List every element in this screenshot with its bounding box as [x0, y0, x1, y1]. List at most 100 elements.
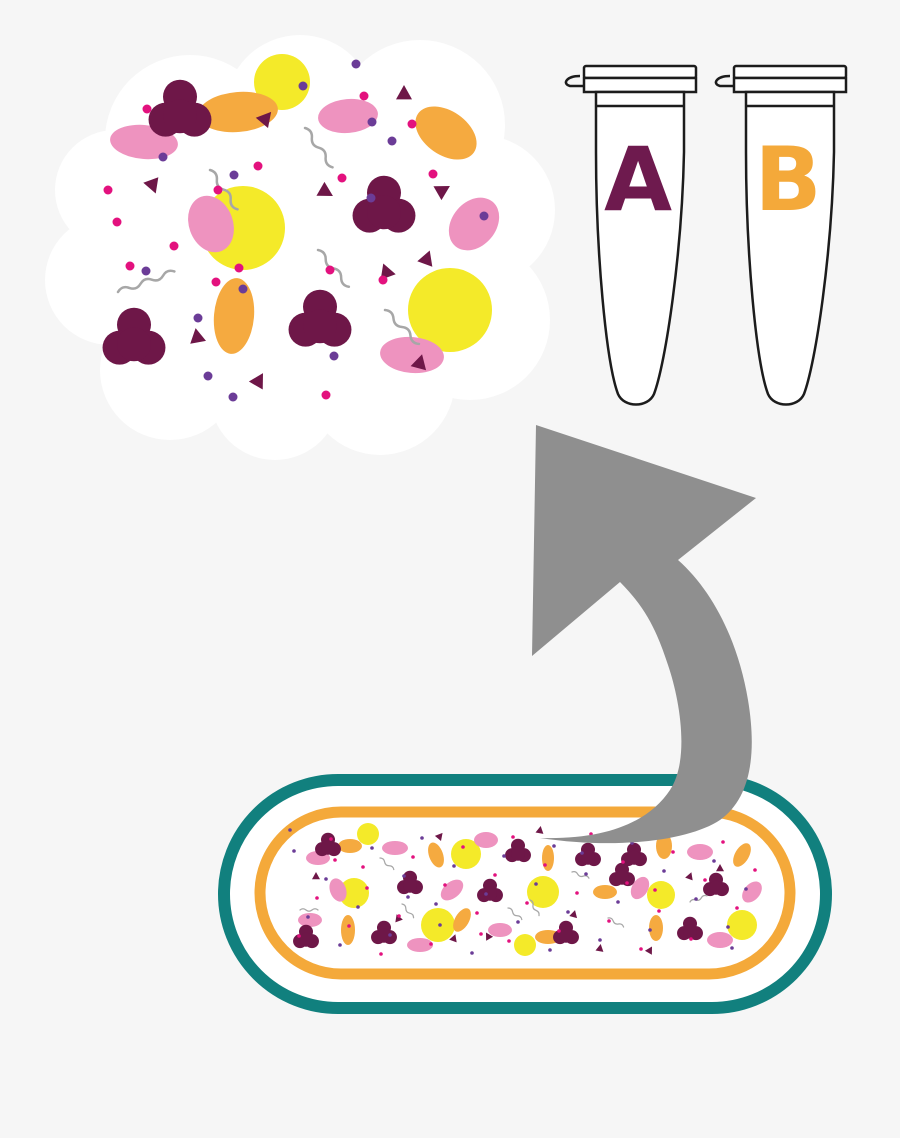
- curved-arrow-icon: [532, 425, 756, 844]
- cell-cluster: [148, 79, 212, 137]
- pink-cell: [742, 881, 762, 903]
- magenta-dot: [653, 888, 657, 892]
- cell-cluster: [315, 832, 341, 857]
- magenta-dot: [234, 263, 244, 273]
- squiggle-particle: [379, 857, 395, 871]
- purple-dot: [726, 925, 730, 929]
- magenta-dot: [211, 277, 221, 287]
- pink-cell: [448, 197, 500, 251]
- squiggle-particle: [383, 308, 421, 346]
- orange-cell: [415, 106, 477, 160]
- magenta-dot: [365, 886, 369, 890]
- pink-cell: [382, 841, 408, 855]
- pink-cell: [380, 336, 444, 374]
- yellow-cell: [527, 876, 559, 908]
- magenta-dot: [379, 952, 383, 956]
- triangle-particle: [685, 872, 693, 881]
- purple-dot: [470, 951, 474, 955]
- cluster-cell: [377, 928, 391, 943]
- magenta-dot: [429, 942, 433, 946]
- magenta-dot: [607, 919, 611, 923]
- purple-dot: [193, 313, 203, 323]
- magenta-dot: [411, 855, 415, 859]
- cell-cluster: [293, 924, 319, 949]
- purple-dot: [306, 915, 310, 919]
- cluster-cell: [367, 195, 401, 230]
- orange-cell: [428, 842, 444, 868]
- purple-dot: [203, 371, 213, 381]
- magenta-dot: [321, 390, 331, 400]
- cell-cloud-icon: [45, 35, 555, 460]
- magenta-dot: [428, 169, 438, 179]
- triangle-particle: [644, 946, 652, 955]
- yellow-cell: [357, 823, 379, 845]
- yellow-cell: [647, 881, 675, 909]
- magenta-dot: [325, 265, 335, 275]
- cell-cluster: [371, 920, 397, 945]
- magenta-dot: [329, 837, 333, 841]
- magenta-dot: [735, 906, 739, 910]
- purple-dot: [584, 872, 588, 876]
- purple-dot: [744, 887, 748, 891]
- pink-cell: [474, 832, 498, 848]
- cluster-cell: [483, 886, 497, 901]
- cell-cluster: [477, 878, 503, 903]
- purple-dot: [238, 284, 248, 294]
- cluster-cell: [627, 850, 641, 865]
- tube-b-label: B: [754, 128, 821, 231]
- tube-b: B: [714, 64, 848, 406]
- magenta-dot: [461, 845, 465, 849]
- cluster-cell: [581, 850, 595, 865]
- squiggle-particle: [299, 908, 319, 912]
- purple-dot: [288, 828, 292, 832]
- cluster-cell: [683, 924, 697, 939]
- purple-dot: [292, 849, 296, 853]
- orange-cell: [213, 278, 255, 354]
- triangle-particle: [417, 250, 433, 267]
- purple-dot: [329, 351, 339, 361]
- cell-cluster: [677, 916, 703, 941]
- microcentrifuge-tube-icon: [564, 64, 698, 406]
- pink-cell: [318, 98, 378, 134]
- magenta-dot: [511, 835, 515, 839]
- purple-dot: [351, 59, 361, 69]
- purple-dot: [580, 851, 584, 855]
- tube-a: A: [564, 64, 698, 406]
- triangle-particle: [395, 914, 403, 923]
- purple-dot: [420, 836, 424, 840]
- pink-cell: [407, 938, 433, 952]
- magenta-dot: [475, 911, 479, 915]
- purple-dot: [387, 136, 397, 146]
- purple-dot: [367, 117, 377, 127]
- purple-dot: [502, 854, 506, 858]
- orange-cell: [593, 885, 617, 899]
- magenta-dot: [689, 937, 693, 941]
- orange-cell: [733, 843, 751, 867]
- yellow-cell: [727, 910, 757, 940]
- magenta-dot: [112, 217, 122, 227]
- microcentrifuge-tube-icon: [714, 64, 848, 406]
- triangle-particle: [449, 934, 457, 943]
- orange-cell: [341, 915, 355, 945]
- pink-cell: [488, 923, 512, 937]
- magenta-dot: [721, 840, 725, 844]
- magenta-dot: [543, 863, 547, 867]
- triangle-particle: [595, 944, 604, 952]
- cluster-cell: [615, 870, 629, 885]
- orange-cell: [338, 839, 362, 853]
- magenta-dot: [507, 939, 511, 943]
- squiggle-particle: [571, 871, 590, 879]
- cell-cluster: [102, 307, 166, 365]
- squiggle-particle: [507, 907, 523, 921]
- purple-dot: [406, 895, 410, 899]
- purple-dot: [370, 846, 374, 850]
- purple-dot: [552, 844, 556, 848]
- purple-dot: [141, 266, 151, 276]
- yellow-cell: [408, 268, 492, 352]
- orange-cell: [649, 915, 663, 941]
- magenta-dot: [103, 185, 113, 195]
- purple-dot: [712, 859, 716, 863]
- triangle-particle: [255, 111, 272, 129]
- purple-dot: [598, 938, 602, 942]
